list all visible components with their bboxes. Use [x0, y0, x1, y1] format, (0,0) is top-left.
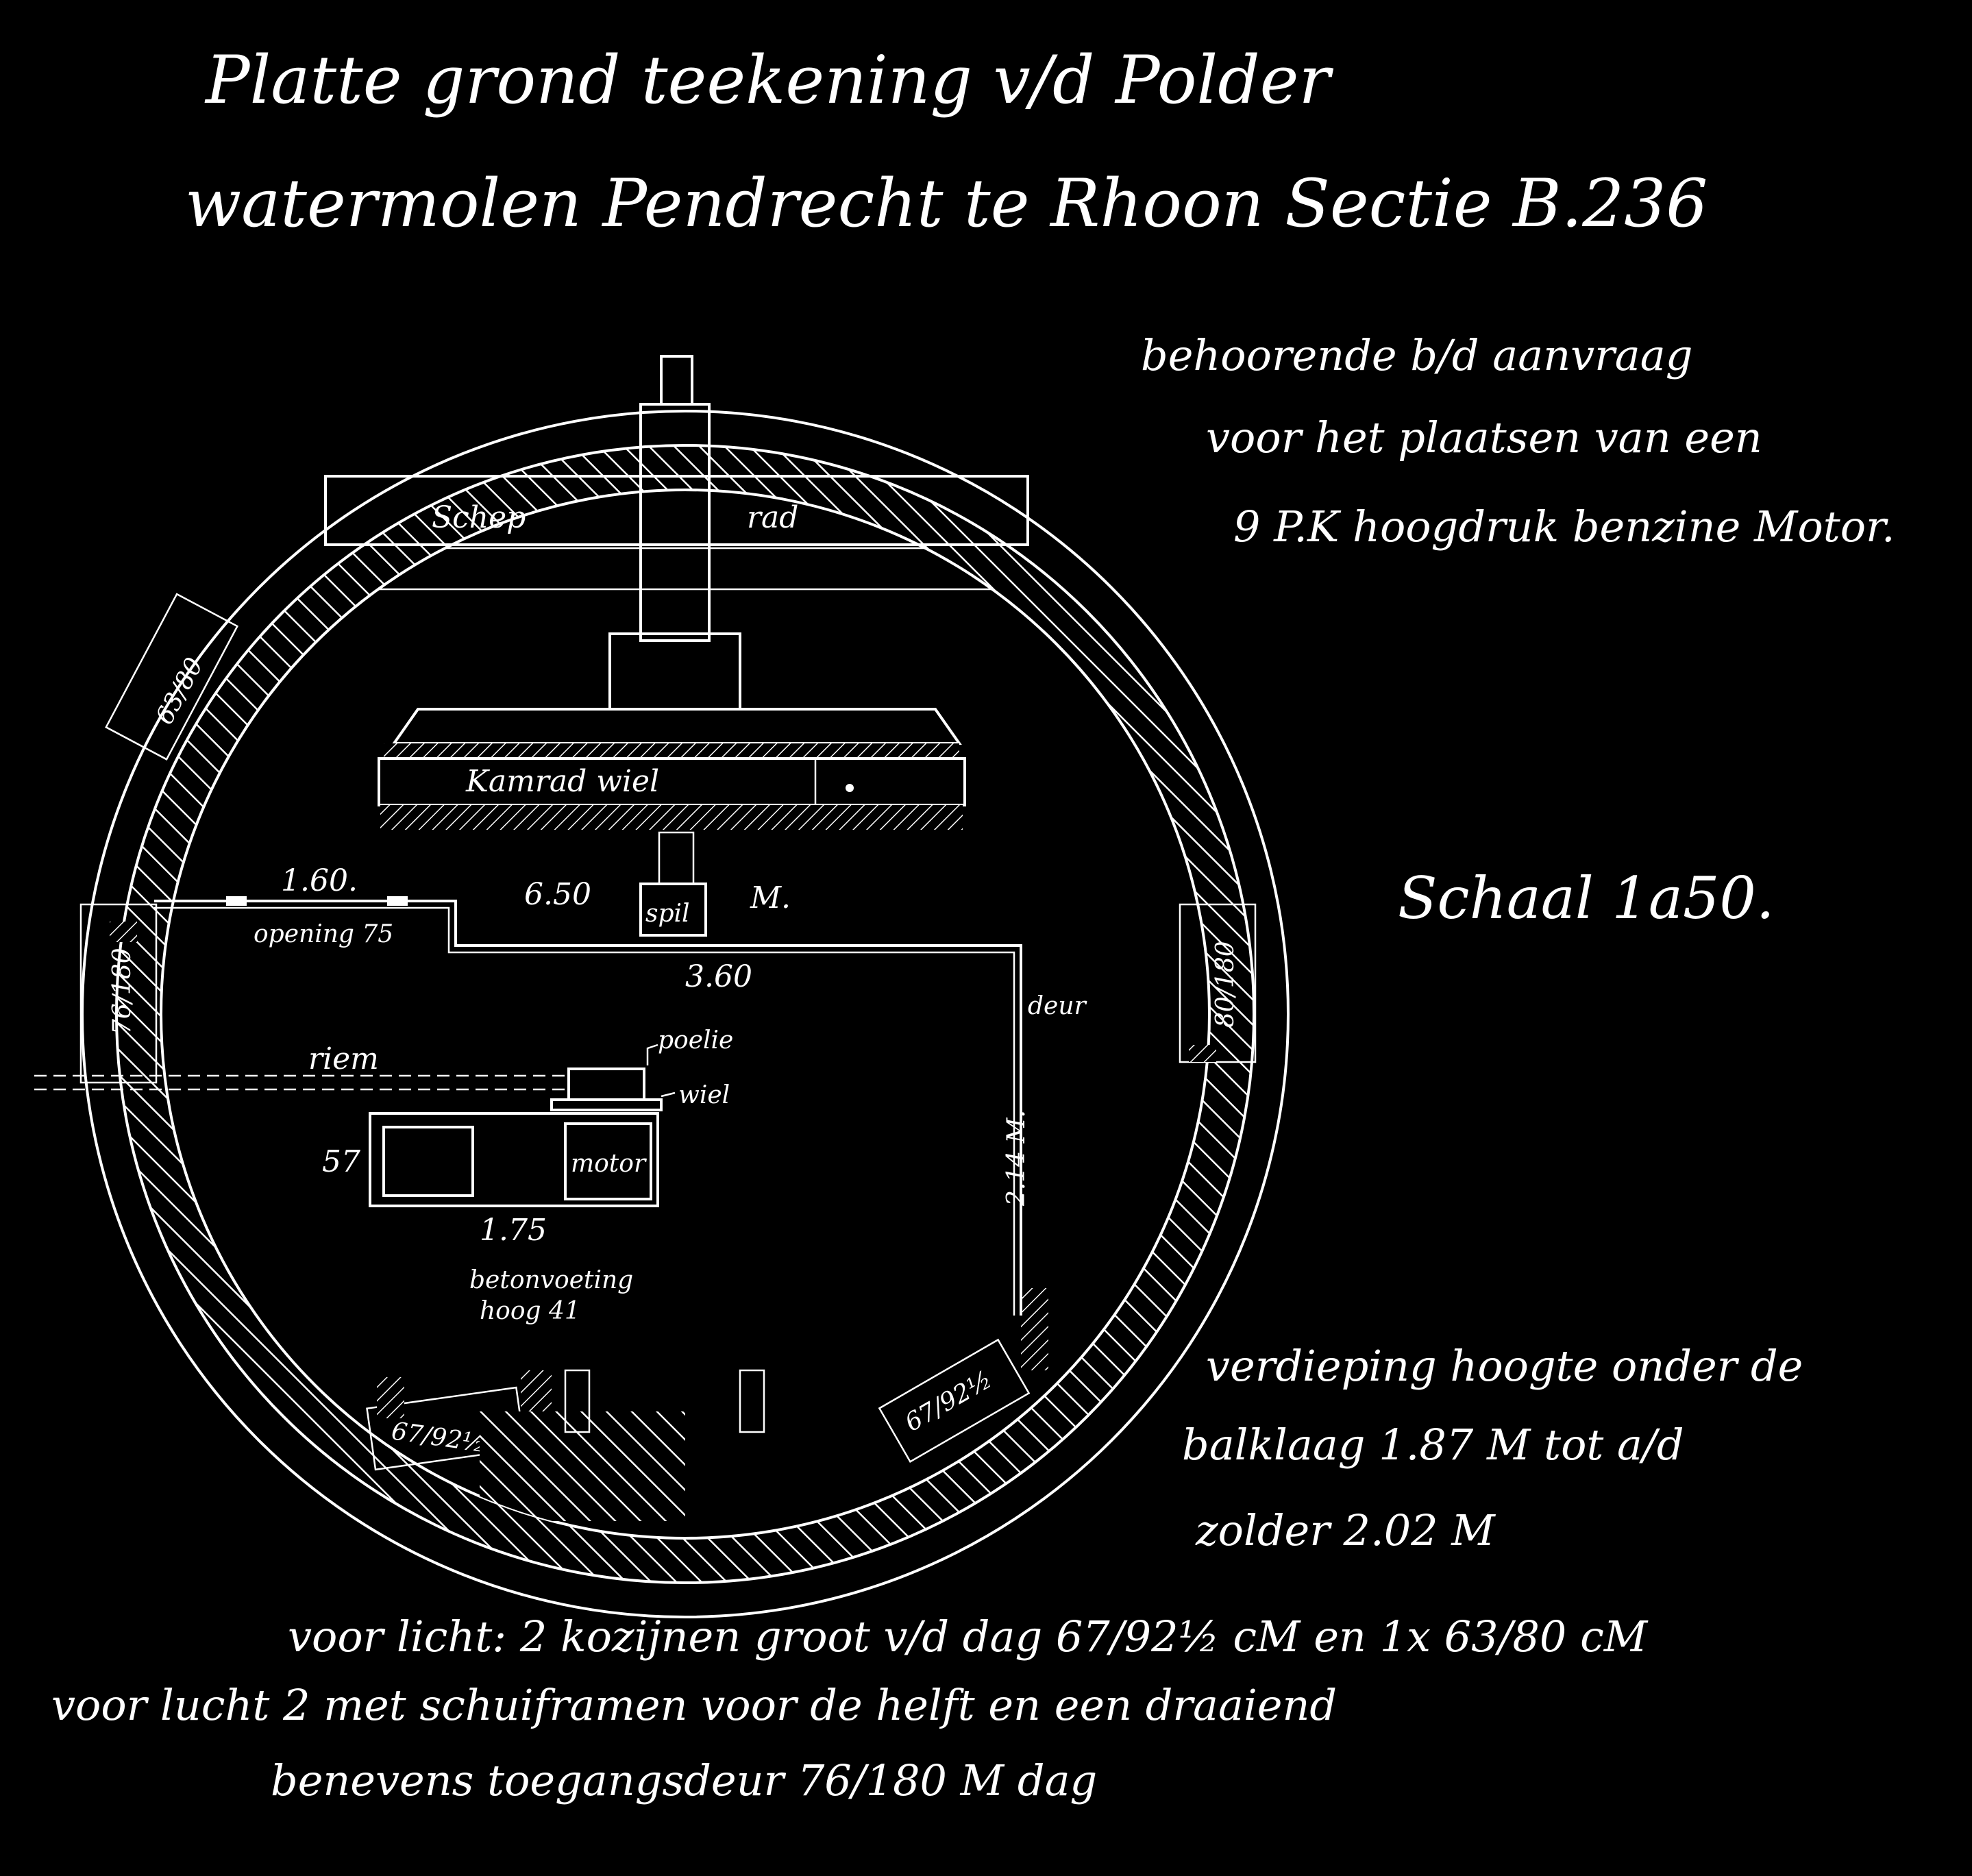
height-note-line-3: zolder 2.02 M [1195, 1505, 1496, 1555]
dim-6-50: 6.50 [524, 877, 591, 912]
scoop-wheel [324, 475, 1029, 546]
title-line-1: Platte grond teekening v/d Polder [204, 42, 1333, 119]
belt-label: riem [308, 1041, 379, 1076]
dim-2-14: 2.14 M. [1002, 1110, 1031, 1207]
foundation-label-2: hoog 41 [480, 1297, 580, 1325]
scoop-wheel-label-1: Schep [432, 500, 526, 535]
dim-57: 57 [322, 1144, 360, 1179]
title-line-2: watermolen Pendrecht te Rhoon Sectie B.2… [185, 165, 1708, 242]
height-note-line-1: verdieping hoogte onder de [1206, 1341, 1803, 1391]
dim-m: M. [750, 880, 791, 915]
motor-label: motor [571, 1150, 647, 1178]
scoop-wheel-label-2: rad [747, 500, 798, 535]
wheel-shaft-top [660, 355, 693, 406]
motor [564, 1122, 652, 1200]
engine-room-wall [154, 900, 1022, 1316]
foundation-label-1: betonvoeting [469, 1266, 633, 1294]
opening-label: opening 75 [254, 920, 393, 948]
request-note-line-3: 9 P.K hoogdruk benzine Motor. [1233, 502, 1895, 552]
bottom-note-line-2: voor lucht 2 met schuiframen voor de hel… [51, 1680, 1337, 1730]
window-right-label: 80/180 [1211, 941, 1240, 1028]
foundation-block [382, 1126, 474, 1197]
post-right [739, 1369, 765, 1433]
pulley-wheel-label: wiel [678, 1081, 730, 1109]
wheel-shaft [639, 403, 711, 642]
interior [161, 547, 1209, 1521]
window-left-mid-label: 76/180 [108, 948, 136, 1035]
request-note-line-2: voor het plaatsen van een [1206, 412, 1762, 462]
pulley-label: poelie [658, 1026, 733, 1054]
scale-label: Schaal 1a50. [1398, 865, 1775, 932]
bottom-note-line-1: voor licht: 2 kozijnen groot v/d dag 67/… [288, 1612, 1649, 1662]
request-note-line-1: behoorende b/d aanvraag [1141, 330, 1692, 380]
concrete-foundation [369, 1112, 659, 1207]
dim-1-60: 1.60. [281, 863, 358, 898]
height-note-line-2: balklaag 1.87 M tot a/d [1182, 1420, 1684, 1470]
door-label: deur [1028, 992, 1087, 1020]
crown-wheel-label: Kamrad wiel [465, 764, 659, 799]
spindle [639, 883, 707, 937]
crown-wheel [378, 708, 966, 830]
bottom-note-line-3: benevens toegangsdeur 76/180 M dag [271, 1755, 1097, 1805]
dim-3-60: 3.60 [685, 959, 752, 994]
dim-1-75: 1.75 [480, 1213, 547, 1248]
spindle-label: spil [645, 900, 690, 928]
post-left [564, 1369, 591, 1433]
